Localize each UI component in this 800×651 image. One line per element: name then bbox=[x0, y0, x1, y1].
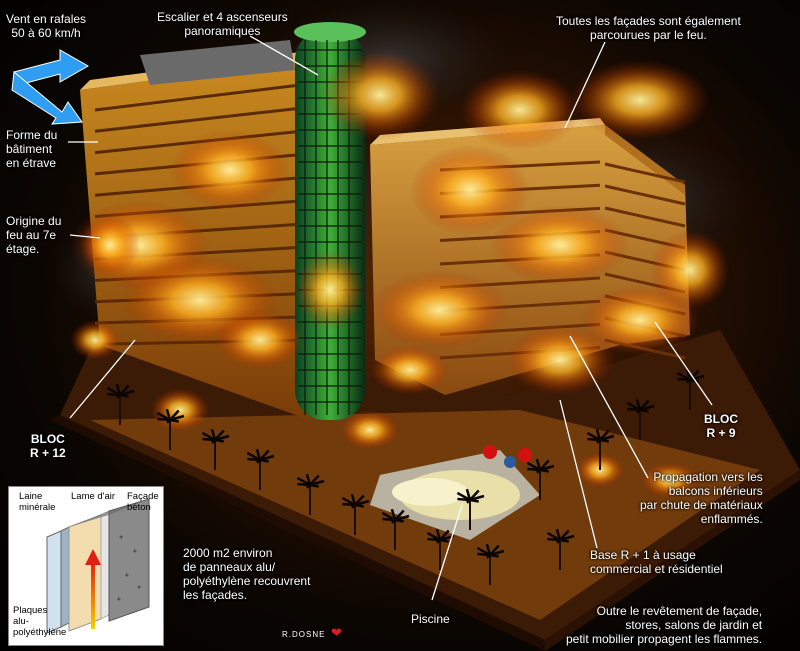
fire-glows bbox=[70, 50, 730, 498]
cladding-layers bbox=[46, 498, 150, 634]
heart-icon: ❤ bbox=[331, 625, 342, 640]
label-pool: Piscine bbox=[411, 612, 450, 626]
label-furniture: Outre le revêtement de façade,stores, sa… bbox=[566, 604, 763, 646]
wind-arrows bbox=[11, 49, 90, 125]
signature: R.DOSNE bbox=[282, 630, 326, 639]
inset-label-air-gap: Lame d'air bbox=[71, 491, 116, 502]
palm-trees bbox=[106, 368, 705, 585]
